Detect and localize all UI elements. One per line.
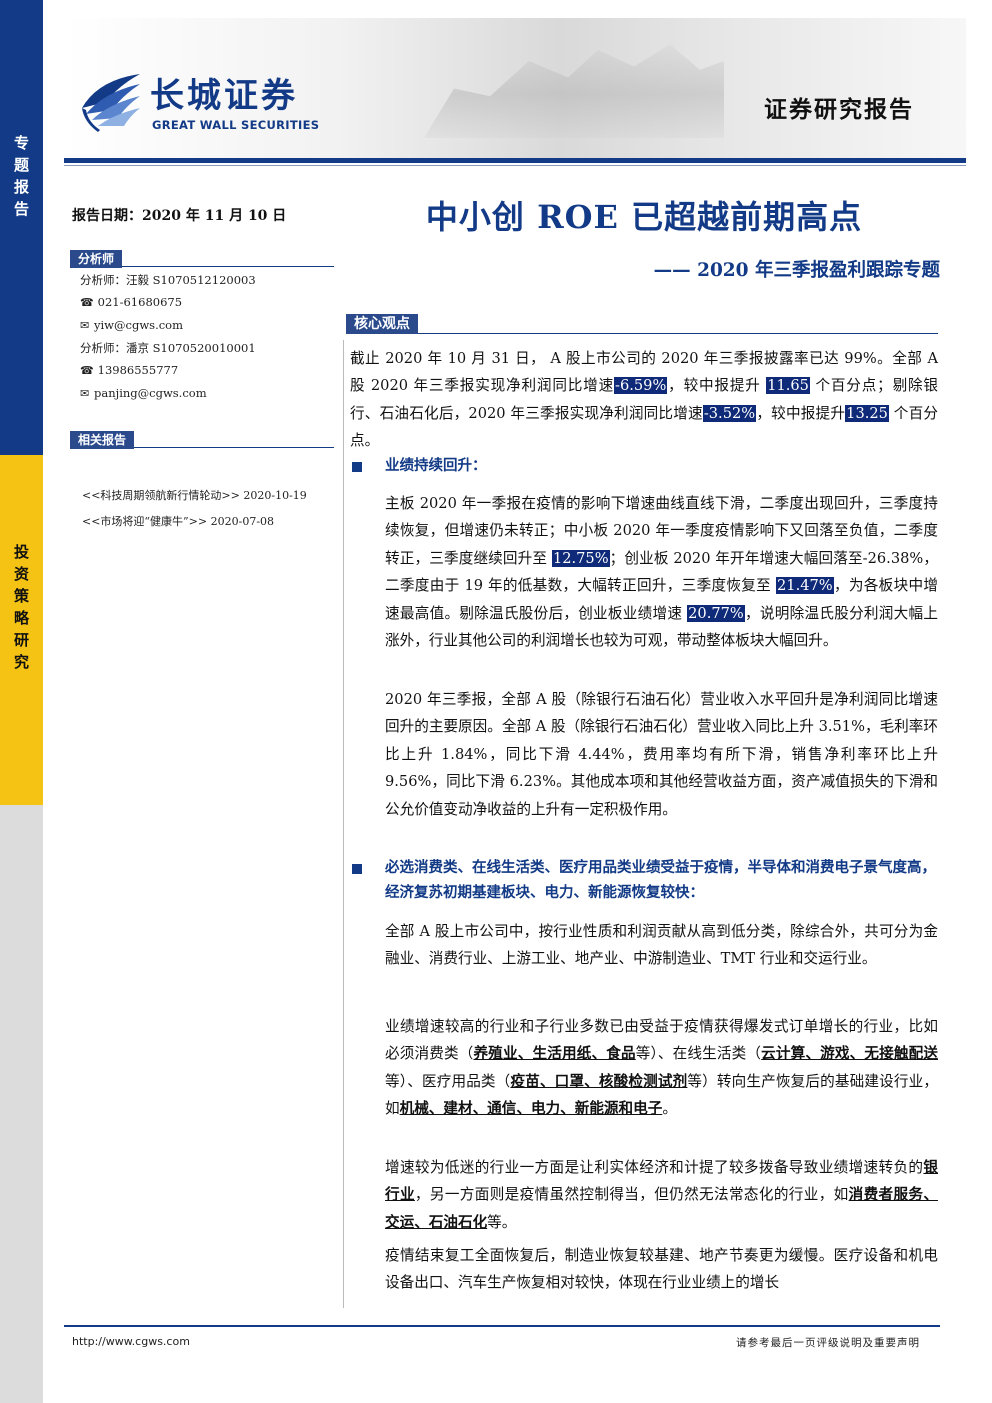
highlight-value: -3.52%	[702, 404, 757, 422]
sidebar-top-char: 专	[13, 134, 29, 152]
analyst-email-line[interactable]: ✉panjing@cgws.com	[80, 386, 207, 400]
sidebar-middle-char: 略	[13, 609, 29, 627]
report-type-label: 证券研究报告	[764, 97, 914, 123]
phone-icon: ☎	[80, 296, 94, 309]
analyst-section-heading: 分析师	[70, 248, 334, 268]
report-date: 报告日期：2020 年 11 月 10 日	[72, 208, 287, 224]
sidebar-middle-char: 研	[13, 631, 29, 649]
bullet-square-icon	[352, 462, 362, 472]
phone-icon: ☎	[80, 364, 94, 377]
underlined-term: 养殖业、生活用纸、食品	[473, 1045, 636, 1063]
left-sidebar: 专 题 报 告 投 资 策 略 研 究	[0, 0, 43, 1403]
body-paragraph: 2020 年三季报，全部 A 股（除银行石油石化）营业收入水平回升是净利润同比增…	[385, 691, 938, 818]
highlight-value: 13.25	[845, 404, 889, 422]
mail-icon: ✉	[80, 319, 90, 332]
header-divider-thin	[64, 165, 966, 166]
column-divider	[343, 340, 344, 1308]
underlined-term: 银行业	[385, 1159, 938, 1204]
mail-icon: ✉	[80, 387, 90, 400]
core-heading-label: 核心观点	[346, 314, 418, 334]
report-subtitle: —— 2020 年三季报盈利跟踪专题	[653, 260, 940, 281]
highlight-value: 20.77%	[687, 604, 745, 622]
analyst-info: 分析师：汪毅 S1070512120003 ☎ 021-61680675 ✉yi…	[80, 272, 256, 402]
analyst-email-line[interactable]: ✉yiw@cgws.com	[80, 318, 183, 332]
related-report-item[interactable]: <<科技周期领航新行情轮动>> 2020-10-19	[82, 489, 307, 502]
intro-paragraph: 截止 2020 年 10 月 31 日， A 股上市公司的 2020 年三季报披…	[350, 350, 939, 450]
report-title: 中小创 ROE 已超越前期高点	[425, 198, 863, 236]
great-wall-backdrop	[424, 44, 724, 138]
bullet-heading: 业绩持续回升：	[385, 458, 487, 474]
related-section-heading: 相关报告	[70, 429, 334, 449]
body-paragraph: 增速较为低迷的行业一方面是让利实体经济和计提了较多拨备导致业绩增速转负的银行业，…	[385, 1159, 938, 1231]
body-paragraph: 业绩增速较高的行业和子行业多数已由受益于疫情获得爆发式订单增长的行业，比如必须消…	[385, 1018, 938, 1118]
related-report-item[interactable]: <<市场将迎“健康牛”>> 2020-07-08	[82, 515, 275, 528]
analyst-line: 分析师：潘京 S1070520010001	[80, 341, 256, 355]
bullet-heading: 必选消费类、在线生活类、医疗用品类业绩受益于疫情，半导体和消费电子景气度高，经济…	[385, 860, 936, 901]
analyst-phone-line: ☎ 021-61680675	[80, 295, 183, 309]
body-paragraph: 主板 2020 年一季报在疫情的影响下增速曲线直线下滑，二季度出现回升，三季度持…	[385, 495, 938, 650]
sidebar-top-char: 报	[13, 178, 29, 196]
body-paragraph: 全部 A 股上市公司中，按行业性质和利润贡献从高到低分类，除综合外，共可分为金融…	[385, 923, 938, 968]
underlined-term: 消费者服务、交运、石油石化	[385, 1186, 938, 1231]
sidebar-middle-char: 投	[13, 543, 29, 561]
footer-website-link[interactable]: http://www.cgws.com	[72, 1335, 190, 1348]
sidebar-top-block: 专 题 报 告	[0, 0, 43, 455]
underlined-term: 机械、建材、通信、电力、新能源和电子	[399, 1100, 663, 1118]
highlight-value: 21.47%	[776, 577, 834, 595]
core-view-heading: 核心观点	[346, 313, 938, 334]
body-paragraph: 疫情结束复工全面恢复后，制造业恢复较基建、地产节奏更为缓慢。医疗设备和机电设备出…	[385, 1247, 938, 1292]
sidebar-top-char: 题	[13, 156, 29, 174]
related-heading-label: 相关报告	[70, 431, 135, 449]
footer-divider	[64, 1325, 940, 1327]
bullet-square-icon	[352, 864, 362, 874]
analyst-phone-line: ☎ 13986555777	[80, 363, 179, 377]
analyst-line: 分析师：汪毅 S1070512120003	[80, 273, 256, 287]
underlined-term: 云计算、游戏、无接触配送	[761, 1045, 938, 1063]
sidebar-middle-block: 投 资 策 略 研 究	[0, 455, 43, 805]
highlight-value: 11.65	[766, 377, 810, 395]
underlined-term: 疫苗、口罩、核酸检测试剂	[510, 1072, 688, 1090]
great-wall-logo-icon	[82, 74, 140, 132]
header-divider	[64, 158, 966, 163]
sidebar-bottom-block	[0, 805, 43, 1403]
highlight-value: 12.75%	[551, 549, 610, 567]
analyst-heading-label: 分析师	[70, 250, 123, 268]
highlight-value: -6.59%	[614, 377, 668, 395]
footer-disclaimer: 请参考最后一页评级说明及重要声明	[736, 1337, 920, 1349]
sidebar-middle-char: 究	[13, 653, 29, 671]
sidebar-middle-char: 资	[13, 565, 29, 583]
brand-name-cn: 长城证券	[150, 76, 298, 116]
sidebar-top-char: 告	[13, 200, 29, 218]
sidebar-middle-char: 策	[13, 587, 29, 605]
brand-name-en: GREAT WALL SECURITIES	[152, 118, 320, 132]
header-banner	[64, 18, 966, 160]
